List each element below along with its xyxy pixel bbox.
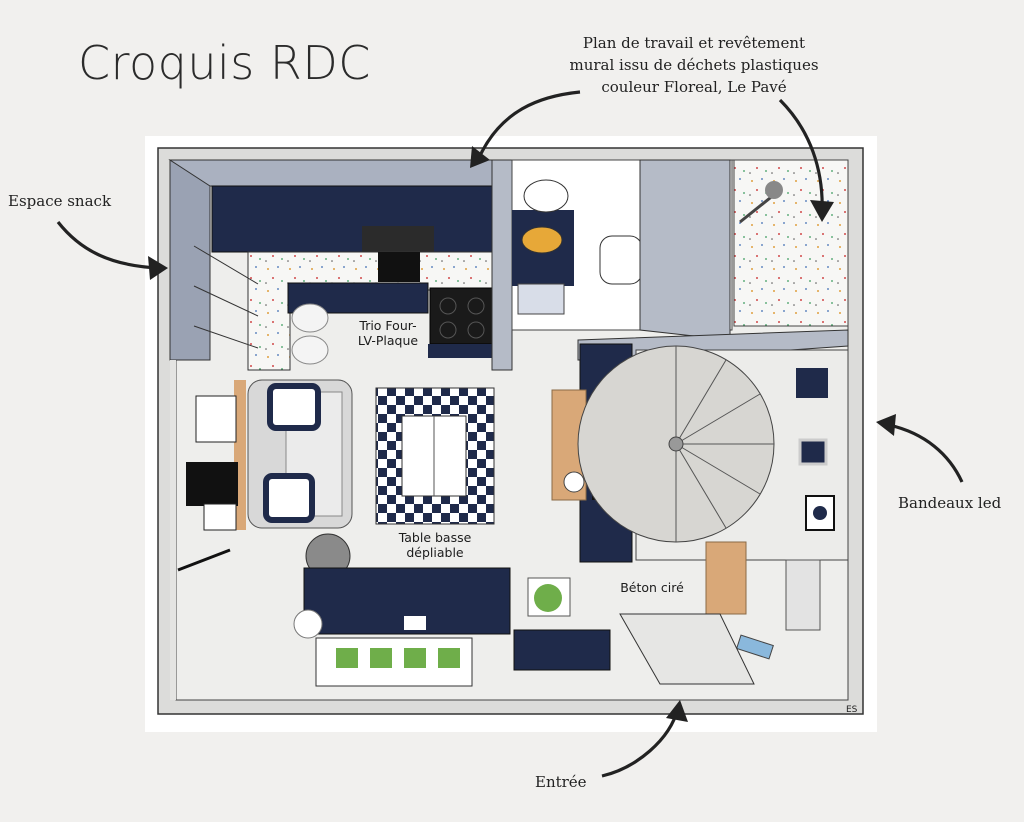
- arrow-snack: [56, 221, 161, 270]
- stool: [291, 303, 329, 333]
- bench-box: [404, 616, 426, 630]
- shower-wall: [639, 159, 731, 341]
- frame-left-3: [203, 503, 237, 531]
- stair-steps: [675, 346, 774, 542]
- label-trio: Trio Four- LV-Plaque: [346, 318, 430, 348]
- label-table: Table basse dépliable: [390, 530, 480, 560]
- washbasin: [521, 226, 563, 254]
- annotation-snack: Espace snack: [8, 192, 112, 210]
- arrow-worktop: [476, 90, 581, 161]
- stool: [291, 335, 329, 365]
- partition-wall: [491, 159, 513, 371]
- annotation-worktop: Plan de travail et revêtement mural issu…: [548, 32, 840, 98]
- page-title: Croquis RDC: [78, 36, 371, 90]
- annotation-led: Bandeaux led: [898, 494, 1002, 512]
- frame-small: [798, 438, 828, 466]
- frame-constellation: [796, 368, 828, 398]
- entrance-step: [619, 613, 755, 685]
- label-table-line1: Table basse: [398, 530, 472, 545]
- frame-left-1: [195, 395, 237, 443]
- annotation-worktop-line1: Plan de travail et revêtement: [582, 34, 806, 52]
- label-trio-line1: Trio Four-: [359, 318, 417, 333]
- entrance-rug: [513, 629, 611, 671]
- arrow-led: [883, 422, 964, 483]
- frame-left-2: [186, 462, 238, 506]
- entrance-mat: [736, 634, 774, 660]
- toilet: [599, 235, 643, 285]
- annotation-worktop-line2: mural issu de déchets plastiques: [569, 56, 819, 74]
- shower-floor: [733, 159, 849, 327]
- signature: ES: [846, 705, 858, 715]
- cooktop: [429, 287, 495, 345]
- shelf: [517, 283, 565, 315]
- label-table-line2: dépliable: [406, 545, 464, 560]
- kitchen-upper-cabinets: [211, 185, 493, 253]
- cushion: [263, 473, 315, 523]
- top-wall: [168, 159, 497, 187]
- shoe-cabinet: [705, 541, 747, 615]
- microwave: [378, 252, 420, 282]
- cushion: [267, 383, 321, 431]
- label-trio-line2: LV-Plaque: [357, 333, 419, 348]
- wall-shelf: [785, 559, 821, 631]
- annotation-worktop-line3: couleur Floreal, Le Pavé: [601, 78, 787, 96]
- arrow-shower: [778, 98, 824, 215]
- plants: [336, 648, 460, 668]
- left-wall-upper: [169, 159, 211, 361]
- label-beton: Béton ciré: [620, 580, 684, 595]
- left-wall-lower: [170, 360, 176, 700]
- mirror: [523, 179, 569, 213]
- oven-front: [428, 344, 494, 358]
- annotation-entrance: Entrée: [535, 773, 587, 791]
- hood: [362, 226, 434, 252]
